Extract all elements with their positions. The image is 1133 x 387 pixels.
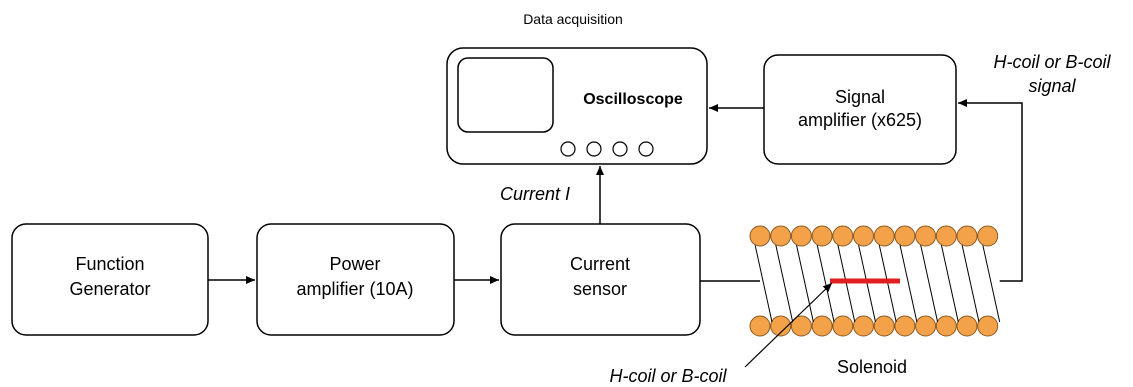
- solenoid-winding-top: [915, 225, 937, 247]
- solenoid-winding-bottom: [749, 315, 771, 337]
- solenoid-winding-wire: [919, 239, 939, 323]
- power-amplifier-block: Power amplifier (10A): [256, 223, 455, 336]
- solenoid-winding-bottom: [832, 315, 854, 337]
- solenoid-winding-wire: [794, 239, 814, 323]
- coil-pointer-label: H-coil or B-coil: [609, 366, 727, 386]
- solenoid-winding-bottom: [811, 315, 833, 337]
- solenoid-winding-bottom: [873, 315, 895, 337]
- solenoid-winding-top: [894, 225, 916, 247]
- solenoid-winding-top: [853, 225, 874, 247]
- arrow-coil-to-signal-amp: [958, 99, 1023, 282]
- oscilloscope-screen: [457, 57, 554, 133]
- oscilloscope-label: Oscilloscope: [583, 91, 683, 108]
- function-generator-block: Function Generator: [11, 223, 209, 336]
- function-generator-line1: Function: [75, 254, 144, 274]
- data-acquisition-caption: Data acquisition: [523, 11, 623, 27]
- solenoid-winding-bottom: [853, 315, 874, 337]
- signal-amplifier-line1: Signal: [835, 87, 885, 107]
- solenoid-winding-wire: [753, 239, 773, 323]
- current-sensor-line1: Current: [570, 254, 630, 274]
- solenoid-winding-wire: [939, 239, 959, 323]
- solenoid-winding-bottom: [977, 315, 999, 337]
- power-amplifier-line1: Power: [329, 254, 380, 274]
- oscilloscope-knobs: [560, 141, 654, 157]
- solenoid-winding-top: [832, 225, 854, 247]
- oscilloscope-block: Oscilloscope: [446, 47, 708, 165]
- solenoid-winding-wire: [815, 239, 835, 323]
- solenoid-winding-wire: [960, 239, 980, 323]
- function-generator-line2: Generator: [69, 279, 150, 299]
- solenoid-winding-bottom: [915, 315, 937, 337]
- solenoid: [749, 225, 1004, 337]
- solenoid-winding-top: [811, 225, 833, 247]
- solenoid-winding-bottom: [935, 315, 957, 337]
- solenoid-winding-top: [956, 225, 978, 247]
- solenoid-winding-top: [749, 225, 771, 247]
- solenoid-label: Solenoid: [837, 357, 907, 377]
- coil-signal-label-line2: signal: [1028, 76, 1076, 96]
- signal-amplifier-line2: amplifier (x625): [798, 110, 922, 130]
- power-amplifier-line2: amplifier (10A): [296, 279, 413, 299]
- solenoid-winding-bottom: [894, 315, 916, 337]
- solenoid-winding-top: [770, 225, 792, 247]
- solenoid-winding-bottom: [770, 315, 792, 337]
- solenoid-winding-wire: [981, 239, 1001, 323]
- solenoid-winding-top: [873, 225, 895, 247]
- solenoid-winding-top: [790, 225, 812, 247]
- current-sensor-line2: sensor: [573, 279, 627, 299]
- solenoid-winding-wire: [774, 239, 794, 323]
- solenoid-winding-top: [935, 225, 957, 247]
- coil-signal-label-line1: H-coil or B-coil: [993, 52, 1111, 72]
- current-label: Current I: [500, 184, 570, 204]
- solenoid-winding-top: [977, 225, 999, 247]
- signal-amplifier-block: Signal amplifier (x625): [763, 54, 957, 165]
- current-sensor-block: Current sensor: [500, 223, 701, 336]
- solenoid-winding-bottom: [790, 315, 812, 337]
- solenoid-winding-bottom: [956, 315, 978, 337]
- coil-pointer-arrow: [744, 282, 833, 368]
- solenoid-winding-wire: [898, 239, 918, 323]
